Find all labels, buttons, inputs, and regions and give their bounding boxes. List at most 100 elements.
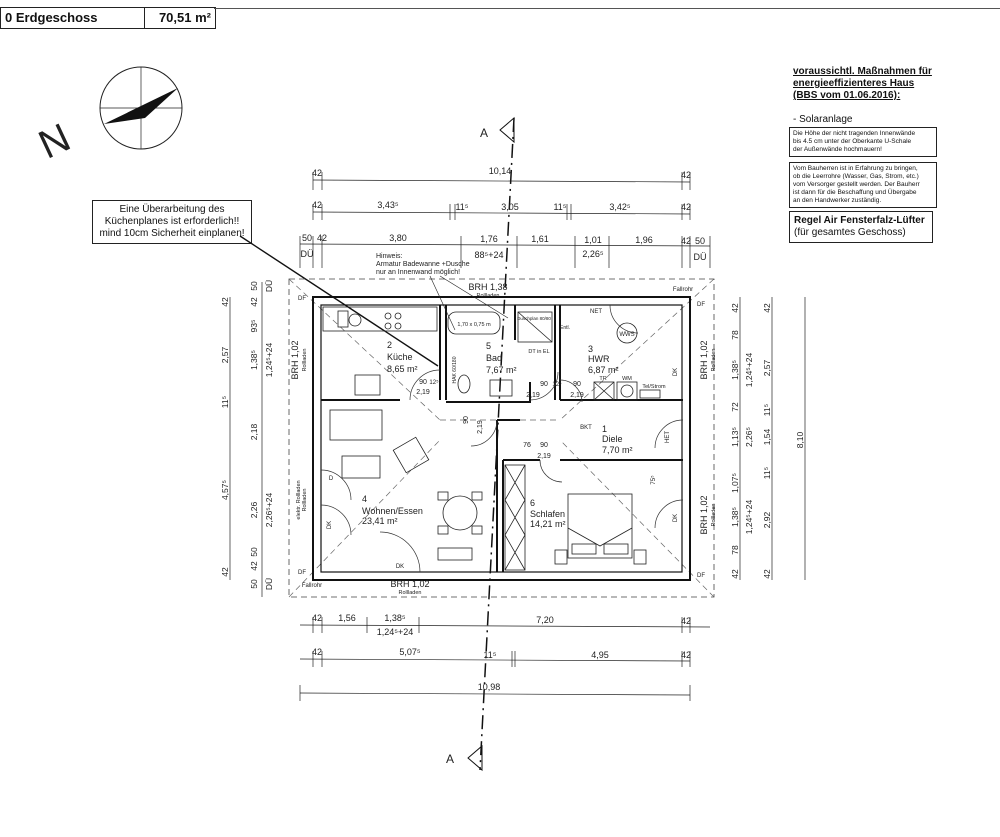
kitchen-note-line: Küchenplanes ist erforderlich!! — [104, 216, 240, 227]
dimension-label-right_inner: 1,07⁵ — [730, 473, 740, 493]
plan-label-het: HET — [665, 431, 671, 443]
title-line: energieeffizienteres Haus — [793, 78, 915, 89]
plan-label-rollladen: Rollladen — [711, 504, 717, 527]
room-area: 8,65 m² — [387, 364, 418, 374]
note-line: der Außenwände hochmauern! — [793, 146, 882, 153]
dimension-label-top3: 50 — [302, 233, 312, 243]
plan-label-d125: 12⁵ — [552, 381, 562, 388]
plan-label-d90: 90 — [540, 442, 548, 449]
dimension-label-top1: 42 — [681, 170, 691, 180]
dimension-label-bottom2: 42 — [681, 650, 691, 660]
hint-line: nur an Innenwand möglich! — [376, 269, 460, 276]
plan-label-dt: DT in EL — [528, 349, 549, 355]
dimension-label-top1: 42 — [312, 168, 322, 178]
plan-label-d90: 90 — [463, 416, 470, 424]
wardrobe — [504, 464, 526, 571]
plan-label-d219: 2,19 — [537, 453, 551, 460]
dimension-label-top2: 3,43⁵ — [377, 200, 399, 210]
dimension-label-top2: 42 — [681, 202, 691, 212]
bath-fixtures — [447, 311, 553, 397]
dimension-line — [299, 624, 711, 628]
dimension-label-bottom1: 1,24⁵+24 — [377, 627, 414, 637]
dimension-label-left_outer: 11⁵ — [220, 396, 230, 408]
plan-label-wm: WM — [622, 376, 632, 382]
dimension-label-top2: 11⁵ — [553, 202, 566, 212]
dimension-label-left_inner: 93⁵ — [249, 320, 259, 333]
plan-label-df: DF — [697, 573, 705, 579]
dimension-line — [299, 692, 691, 696]
plan-label-d90: 90 — [419, 379, 427, 386]
dimension-label-left_inner: 2,26⁵+24 — [264, 492, 274, 527]
room-hwr: 3 HWR 6,87 m² — [588, 344, 619, 375]
note-line: an den Handwerker zuständig. — [793, 197, 882, 204]
dimension-label-top3: 3,80 — [389, 233, 407, 243]
plan-label-d219: 2,19 — [570, 392, 584, 399]
dimension-label-bottom2: 42 — [312, 647, 322, 657]
plan-label-rollladen: Rollladen — [302, 349, 308, 372]
dimension-label-right_inner: 72 — [730, 402, 740, 412]
dimension-label-right_inner: 42 — [730, 303, 740, 313]
bath-hint: Hinweis: Armatur Badewanne +Dusche nur a… — [376, 253, 509, 331]
ventilation-note: Regel Air Fensterfalz-Lüfter (für gesamt… — [789, 211, 933, 243]
top-rule — [214, 8, 1000, 9]
dimension-label-bottom1: 1,38⁵ — [384, 613, 406, 623]
exterior-walls — [312, 296, 691, 581]
conduit-note: Vom Bauherren ist in Erfahrung zu bringe… — [789, 162, 937, 208]
dimension-label-left_inner: 1,38⁵ — [249, 350, 259, 370]
plan-label-d90: 90 — [540, 381, 548, 388]
dimension-label-right_mid: 1,54 — [762, 428, 772, 445]
section-label-top: A — [480, 126, 488, 140]
dimension-label-bottom1: 42 — [312, 613, 322, 623]
plan-label-df: DF — [298, 570, 306, 576]
dimension-label-right_inner: 1,13⁵ — [730, 427, 740, 447]
dimension-label-bottom2: 5,07⁵ — [399, 647, 421, 657]
room-kueche: 2 Küche 8,65 m² — [387, 340, 418, 374]
dimension-label-right_mid: 2,57 — [762, 359, 772, 376]
note-line: (für gesamtes Geschoss) — [794, 227, 906, 238]
room-number: 5 — [486, 341, 491, 351]
dimension-label-top2: 3,05 — [501, 202, 519, 212]
dimension-line — [312, 211, 691, 215]
plan-label-elektr-rollladen: Rollladen — [302, 489, 308, 512]
north-label: N — [32, 115, 77, 167]
title-line: (BBS vom 01.06.2016): — [793, 90, 901, 101]
roof-ridge-lines — [288, 278, 715, 598]
section-line-a — [467, 116, 515, 772]
room-number: 3 — [588, 344, 593, 354]
dimension-label-left_inner: DÜ — [264, 280, 274, 292]
dimension-label-top2: 3,42⁵ — [609, 202, 631, 212]
double-bed — [554, 493, 647, 565]
dimension-label-top3: 50 — [695, 236, 705, 246]
plan-label-brh_top: BRH 1,38 — [468, 282, 507, 292]
dimension-label-right_inner: 1,38⁵ — [730, 360, 740, 380]
plan-label-wws: WWS — [619, 332, 634, 338]
plan-label-brh: BRH 1,02 — [390, 579, 429, 589]
plan-label-dusch: Duschplan 80/80 — [517, 316, 551, 321]
title-line: voraussichtl. Maßnahmen für — [793, 66, 932, 77]
plan-label-d125: 12⁵ — [429, 379, 439, 386]
kitchen-note-leader — [239, 235, 439, 367]
room-area: 14,21 m² — [530, 519, 566, 529]
plan-label-d75: 75⁵ — [650, 475, 657, 485]
plan-label-fallrohr: Fallrohr — [302, 583, 322, 589]
dimension-label-top3: 1,76 — [480, 234, 498, 244]
room-number: 2 — [387, 340, 392, 350]
solar-item: - Solaranlage — [793, 114, 853, 125]
plan-label-d: D — [329, 476, 334, 482]
plan-label-rollladen: Rollladen — [477, 293, 500, 299]
dimension-line — [299, 243, 711, 247]
floor-header: 0 Erdgeschoss 70,51 m² — [0, 7, 216, 29]
room-area: 23,41 m² — [362, 516, 398, 526]
dimension-label-right_mid: 2,92 — [762, 511, 772, 528]
dimension-label-right_mid: 11⁵ — [762, 404, 772, 416]
note-line: Vom Bauherren ist in Erfahrung zu bringe… — [793, 165, 918, 172]
plan-label-brh: BRH 1,02 — [699, 340, 709, 379]
energy-measures-title: voraussichtl. Maßnahmen für energieeffiz… — [793, 66, 933, 102]
dimension-label-right_inner: 1,24⁵+24 — [744, 499, 754, 534]
dimension-label-left_outer: 2,57 — [220, 346, 230, 363]
room-area: 6,87 m² — [588, 365, 619, 375]
plan-label-rollladen: Rollladen — [399, 590, 422, 596]
kitchen-fixtures — [322, 306, 438, 396]
